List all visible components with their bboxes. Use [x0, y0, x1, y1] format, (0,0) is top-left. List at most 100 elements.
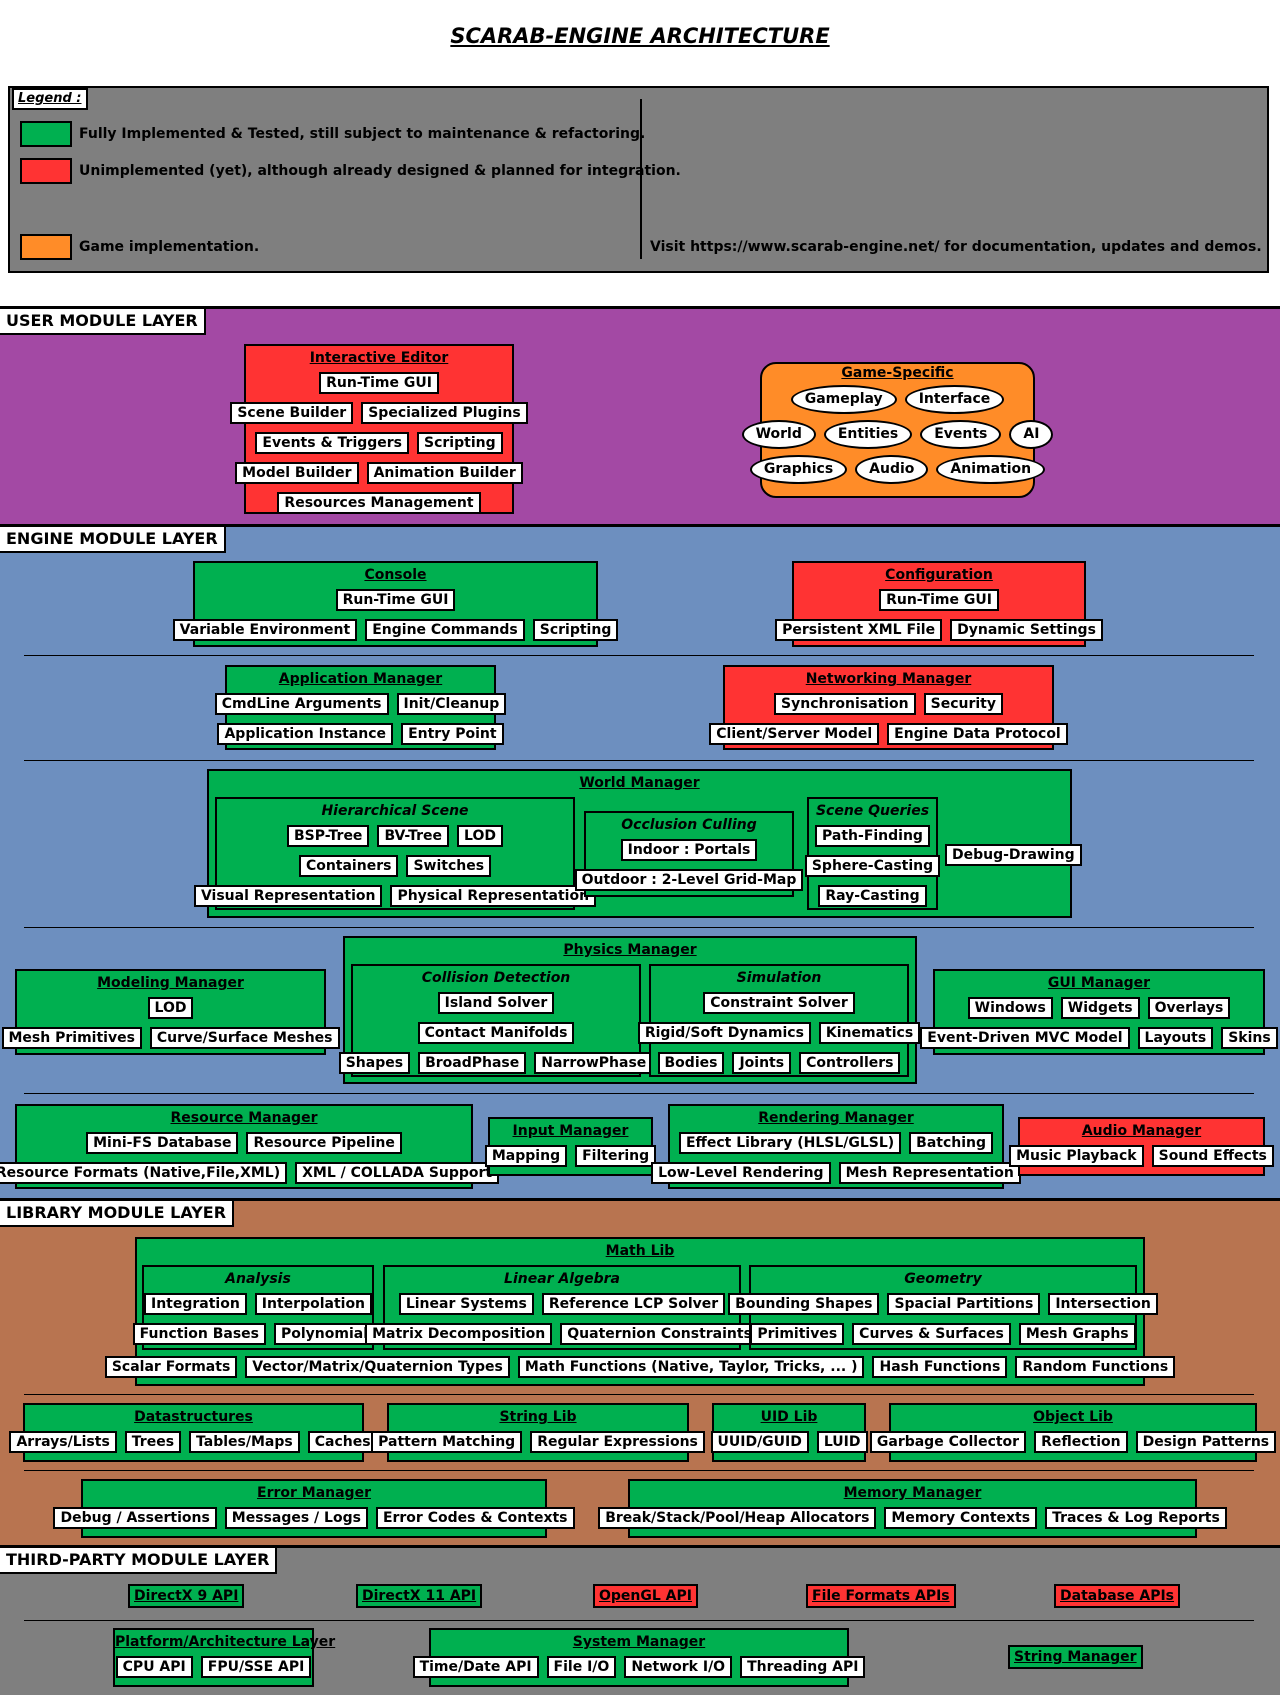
database-apis-box: Database APIs	[1054, 1584, 1181, 1608]
thirdparty-layer-label: THIRD-PARTY MODULE LAYER	[0, 1548, 278, 1574]
component-controllers: Controllers	[799, 1052, 901, 1074]
uid-lib-title: UID Lib	[760, 1409, 818, 1425]
component-file-i-o: File I/O	[546, 1656, 617, 1678]
engine-layer-label: ENGINE MODULE LAYER	[0, 527, 226, 553]
component-physical-representation: Physical Representation	[390, 885, 597, 907]
component-break-stack-pool-heap-allocators: Break/Stack/Pool/Heap Allocators	[598, 1507, 877, 1529]
label-row: Resources Management	[246, 492, 512, 514]
component-run-time-gui: Run-Time GUI	[319, 372, 439, 394]
component-mesh-graphs: Mesh Graphs	[1018, 1323, 1136, 1345]
component-reference-lcp-solver: Reference LCP Solver	[541, 1293, 726, 1315]
object-lib-title: Object Lib	[1033, 1409, 1113, 1425]
rendering-manager-title: Rendering Manager	[758, 1110, 914, 1126]
component-music-playback: Music Playback	[1009, 1145, 1144, 1167]
component-primitives: Primitives	[750, 1323, 845, 1345]
gui-manager-title: GUI Manager	[1047, 975, 1151, 991]
component-curves-surfaces: Curves & Surfaces	[852, 1323, 1011, 1345]
legend-divider	[640, 99, 642, 259]
component-engine-commands: Engine Commands	[365, 619, 525, 641]
component-mapping: Mapping	[484, 1145, 568, 1167]
label-row: LOD	[17, 997, 324, 1019]
component-indoor-portals: Indoor : Portals	[620, 839, 758, 861]
component-mini-fs-database: Mini-FS Database	[86, 1132, 239, 1154]
component-bodies: Bodies	[657, 1052, 725, 1074]
interactive-editor-title: Interactive Editor	[309, 350, 449, 366]
component-mesh-primitives: Mesh Primitives	[1, 1027, 142, 1049]
component-luid: LUID	[816, 1431, 868, 1453]
component-linear-systems: Linear Systems	[398, 1293, 534, 1315]
component-matrix-decomposition: Matrix Decomposition	[365, 1323, 553, 1345]
component-low-level-rendering: Low-Level Rendering	[651, 1162, 831, 1184]
audio-manager-title: Audio Manager	[1081, 1123, 1202, 1139]
label-row: Run-Time GUI	[246, 372, 512, 394]
modeling-manager-title: Modeling Manager	[97, 975, 244, 991]
component-resource-formats-native-file-xml: Resource Formats (Native,File,XML)	[0, 1162, 288, 1184]
component-run-time-gui: Run-Time GUI	[335, 589, 456, 611]
library-layer-label: LIBRARY MODULE LAYER	[0, 1201, 235, 1227]
component-random-functions: Random Functions	[1015, 1356, 1176, 1378]
component-threading-api: Threading API	[740, 1656, 866, 1678]
component-xml-collada-support: XML / COLLADA Support	[295, 1162, 500, 1184]
component-switches: Switches	[406, 855, 492, 877]
component-scripting: Scripting	[417, 432, 503, 454]
library-separator	[24, 1394, 1254, 1395]
component-shapes: Shapes	[338, 1052, 411, 1074]
component-event-driven-mvc-model: Event-Driven MVC Model	[920, 1027, 1130, 1049]
component-visual-representation: Visual Representation	[193, 885, 383, 907]
component-caches: Caches	[307, 1431, 378, 1453]
component-time-date-api: Time/Date API	[412, 1656, 539, 1678]
component-specialized-plugins: Specialized Plugins	[361, 402, 528, 424]
component-interpolation: Interpolation	[254, 1293, 373, 1315]
directx9-api-box: DirectX 9 API	[128, 1584, 245, 1608]
legend-label: Legend :	[12, 88, 88, 110]
component-messages-logs: Messages / Logs	[224, 1507, 368, 1529]
label-row: Resource Formats (Native,File,XML) XML / …	[0, 1162, 500, 1184]
component-garbage-collector: Garbage Collector	[869, 1431, 1027, 1453]
component-animation: Animation	[936, 455, 1046, 484]
component-widgets: Widgets	[1060, 997, 1140, 1019]
component-joints: Joints	[732, 1052, 792, 1074]
component-sphere-casting: Sphere-Casting	[804, 855, 941, 877]
label-row: Island Solver	[353, 992, 639, 1014]
label-row: Break/Stack/Pool/Heap Allocators Memory C…	[598, 1507, 1227, 1529]
component-scalar-formats: Scalar Formats	[104, 1356, 238, 1378]
component-memory-contexts: Memory Contexts	[884, 1507, 1038, 1529]
label-row: Scene Builder Specialized Plugins	[230, 402, 528, 424]
component-scene-builder: Scene Builder	[230, 402, 354, 424]
scene-queries-title: Scene Queries	[815, 803, 930, 819]
component-design-patterns: Design Patterns	[1135, 1431, 1277, 1453]
component-scripting: Scripting	[532, 619, 619, 641]
label-row: Sphere-Casting	[804, 855, 941, 877]
debug-drawing-label: Debug-Drawing	[945, 844, 1082, 866]
engine-separator	[24, 760, 1254, 761]
component-cmdline-arguments: CmdLine Arguments	[214, 693, 389, 715]
